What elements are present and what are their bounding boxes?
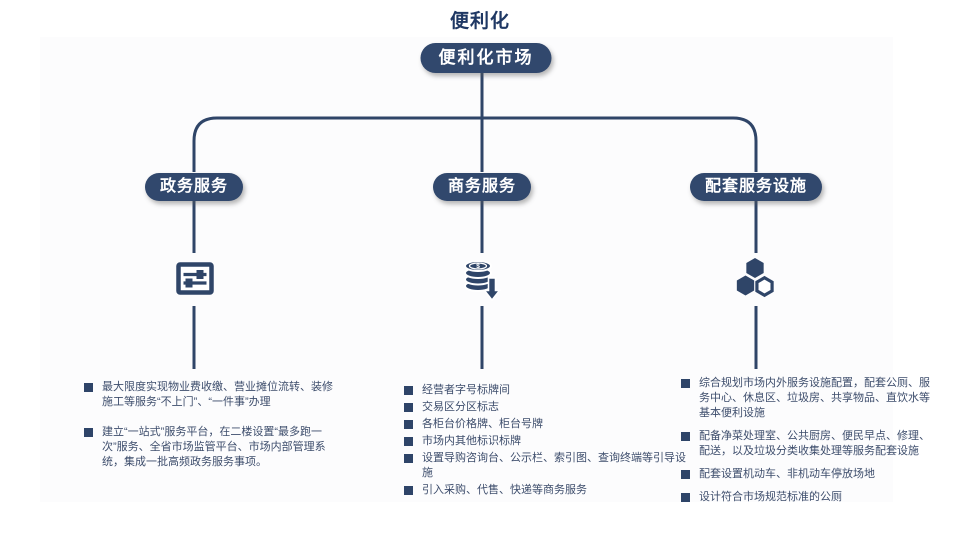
branch-list-gov-services: 最大限度实现物业费收缴、营业摊位流转、装修施工等服务“不上门”、“一件事”办理建…	[84, 380, 340, 470]
bullet-square-icon	[404, 454, 413, 463]
bullet-square-icon	[681, 493, 690, 502]
list-item-text: 引入采购、代售、快递等商务服务	[422, 484, 587, 496]
list-item-text: 交易区分区标志	[422, 401, 499, 413]
list-item-text: 最大限度实现物业费收缴、营业摊位流转、装修施工等服务“不上门”、“一件事”办理	[102, 381, 333, 408]
list-item: 综合规划市场内外服务设施配置，配套公厕、服务中心、休息区、垃圾房、共享物品、直饮…	[681, 376, 935, 421]
list-item: 配套设置机动车、非机动车停放场地	[681, 467, 935, 482]
bullet-square-icon	[681, 470, 690, 479]
bullet-square-icon	[84, 428, 93, 437]
bullet-square-icon	[681, 379, 690, 388]
branch-node-gov-services: 政务服务	[144, 173, 244, 201]
list-item: 引入采购、代售、快递等商务服务	[404, 483, 696, 498]
list-item: 市场内其他标识标牌	[404, 434, 696, 449]
bullet-square-icon	[84, 383, 93, 392]
root-node: 便利化市场	[420, 43, 552, 73]
branch-list-business-services: 经营者字号标牌间交易区分区标志各柜台价格牌、柜台号牌市场内其他标识标牌设置导购咨…	[404, 383, 696, 498]
list-item-text: 市场内其他标识标牌	[422, 435, 521, 447]
bullet-square-icon	[681, 432, 690, 441]
list-item: 经营者字号标牌间	[404, 383, 696, 398]
hexagon-cluster-icon	[732, 254, 780, 302]
list-item: 设置导购咨询台、公示栏、索引图、查询终端等引导设施	[404, 451, 696, 481]
list-item-text: 设置导购咨询台、公示栏、索引图、查询终端等引导设施	[422, 452, 686, 479]
bullet-square-icon	[404, 486, 413, 495]
branch-node-business-services: 商务服务	[432, 173, 532, 201]
branch-node-support-facilities: 配套服务设施	[689, 173, 823, 201]
list-item: 设计符合市场规范标准的公厕	[681, 490, 935, 505]
list-item-text: 配套设置机动车、非机动车停放场地	[699, 468, 875, 480]
bullet-square-icon	[404, 437, 413, 446]
list-item: 建立“一站式”服务平台，在二楼设置“最多跑一次”服务、全省市场监管平台、市场内部…	[84, 425, 340, 470]
list-item: 配备净菜处理室、公共厨房、便民早点、修理、配送，以及垃圾分类收集处理等服务配套设…	[681, 429, 935, 459]
list-item-text: 设计符合市场规范标准的公厕	[699, 491, 842, 503]
branch-list-support-facilities: 综合规划市场内外服务设施配置，配套公厕、服务中心、休息区、垃圾房、共享物品、直饮…	[681, 376, 935, 505]
list-item: 最大限度实现物业费收缴、营业摊位流转、装修施工等服务“不上门”、“一件事”办理	[84, 380, 340, 410]
list-item-text: 综合规划市场内外服务设施配置，配套公厕、服务中心、休息区、垃圾房、共享物品、直饮…	[699, 377, 930, 419]
svg-text:$: $	[476, 263, 480, 270]
bullet-square-icon	[404, 420, 413, 429]
bullet-square-icon	[404, 386, 413, 395]
list-item: 各柜台价格牌、柜台号牌	[404, 417, 696, 432]
bullet-square-icon	[404, 403, 413, 412]
list-item-text: 各柜台价格牌、柜台号牌	[422, 418, 543, 430]
list-item: 交易区分区标志	[404, 400, 696, 415]
page-title: 便利化	[449, 11, 511, 32]
coin-stack-download-icon: $	[458, 254, 506, 302]
list-item-text: 经营者字号标牌间	[422, 384, 510, 396]
list-item-text: 配备净菜处理室、公共厨房、便民早点、修理、配送，以及垃圾分类收集处理等服务配套设…	[699, 430, 930, 457]
list-item-text: 建立“一站式”服务平台，在二楼设置“最多跑一次”服务、全省市场监管平台、市场内部…	[102, 426, 326, 468]
sliders-panel-icon	[171, 254, 219, 302]
